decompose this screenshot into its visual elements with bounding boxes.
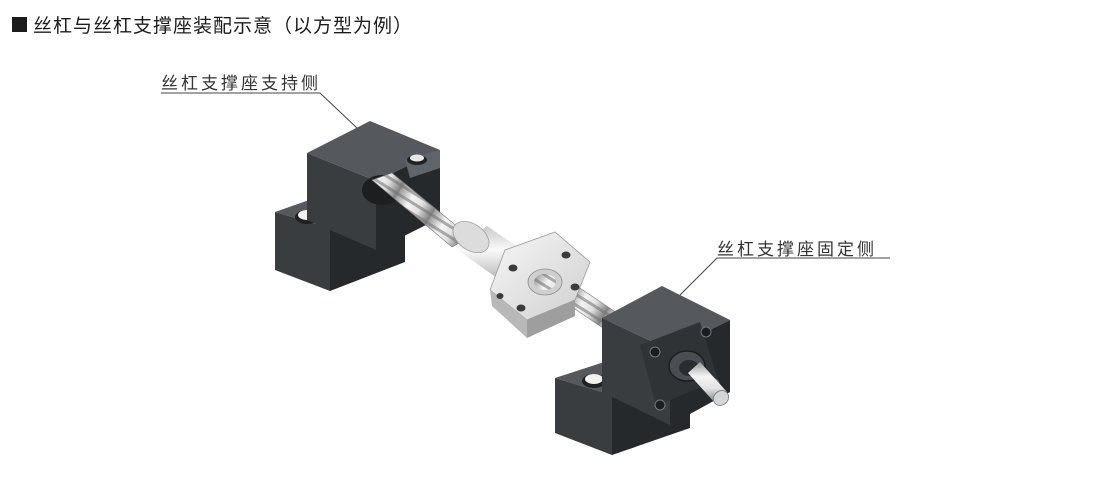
flange-hole — [570, 283, 580, 291]
flange-hole — [508, 264, 518, 272]
bolt-head — [654, 399, 666, 411]
leader-lines — [161, 92, 890, 296]
page-title: 丝杠与丝杠支撑座装配示意（以方型为例） — [33, 14, 414, 37]
flange-hole — [561, 251, 571, 259]
fixed-side-leader — [679, 257, 890, 296]
shaft-end — [688, 362, 730, 406]
flange-hole — [516, 304, 526, 312]
support-side-block — [275, 121, 440, 291]
bolt-head — [700, 326, 712, 338]
ball-nut — [452, 220, 591, 338]
flange-hole — [496, 293, 504, 299]
fixed-side-block — [555, 286, 730, 455]
bolt-head — [649, 346, 661, 358]
nut-flange — [489, 231, 591, 338]
title-row: 丝杠与丝杠支撑座装配示意（以方型为例） — [12, 10, 413, 38]
support-side-label: 丝杠支撑座支持侧 — [161, 74, 321, 94]
support-side-leader — [161, 92, 358, 129]
title-bullet-square — [12, 16, 27, 32]
fixed-side-label: 丝杠支撑座固定侧 — [717, 240, 877, 260]
